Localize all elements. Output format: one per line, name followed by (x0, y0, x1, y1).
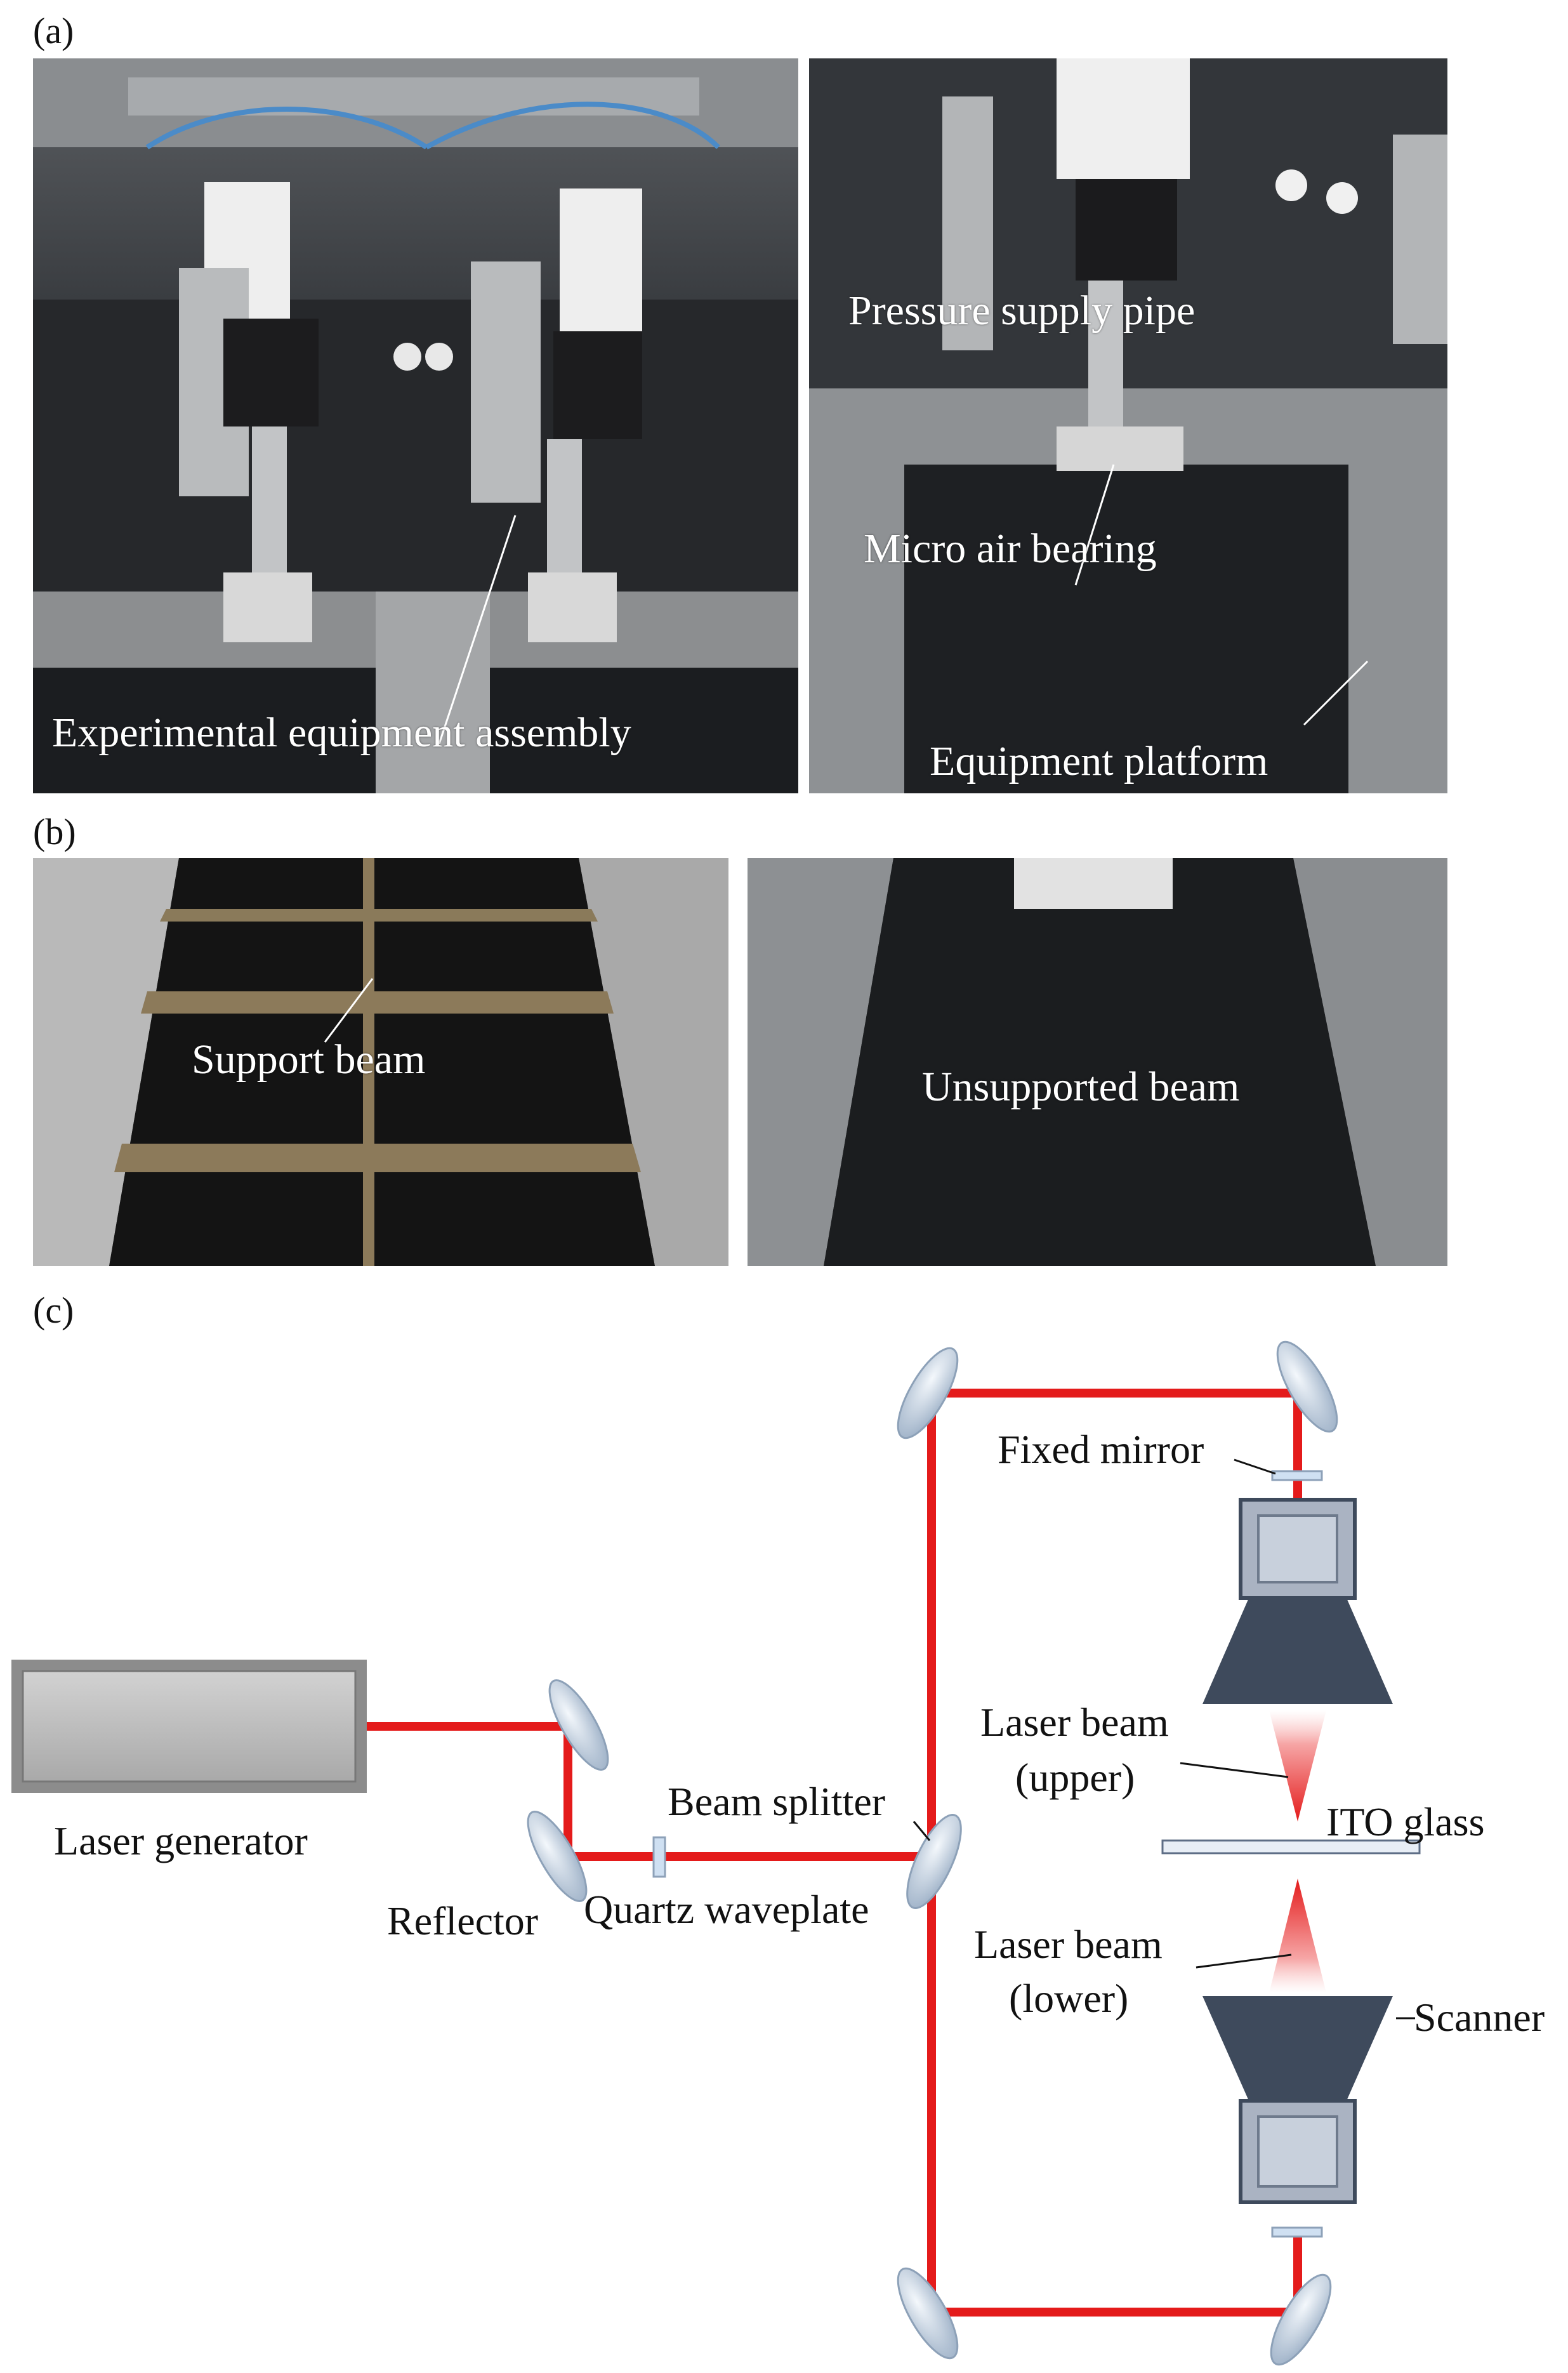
label-laser-beam-upper-2: (upper) (1015, 1755, 1135, 1800)
reflector-upper (548, 1679, 609, 1771)
mirror-top-left (897, 1347, 959, 1439)
label-laser-beam-lower-1: Laser beam (974, 1922, 1163, 1967)
laser-cone-lower (1269, 1879, 1326, 1993)
panel-label-b: (b) (33, 811, 76, 852)
scanner-upper (1202, 1498, 1393, 1704)
mirror-top-right (1276, 1340, 1338, 1433)
label-equipment-platform: Equipment platform (930, 738, 1268, 784)
photo-support-beam: Support beam (33, 858, 728, 1266)
label-laser-beam-lower-2: (lower) (1009, 1976, 1128, 2021)
fixed-mirror-lower (1271, 2226, 1323, 2238)
ito-glass (1161, 1839, 1421, 1854)
label-scanner: Scanner (1414, 1995, 1545, 2040)
label-laser-generator: Laser generator (54, 1818, 308, 1863)
laser-cone-upper (1269, 1710, 1326, 1821)
label-support-beam: Support beam (192, 1036, 426, 1083)
label-pressure-supply-pipe: Pressure supply pipe (848, 288, 1196, 334)
beam-splitter (906, 1814, 962, 1909)
label-experimental-equipment-assembly: Experimental equipment assembly (52, 710, 631, 756)
photo-equipment-assembly-illustration (33, 58, 798, 793)
photo-unsupported-beam-illustration (748, 858, 1447, 1266)
panel-label-c: (c) (33, 1290, 74, 1331)
optical-setup-diagram: Laser generator Reflector Quartz wavepla… (11, 1340, 1545, 2366)
label-ito-glass: ITO glass (1326, 1799, 1484, 1844)
mirror-bottom-left (897, 2267, 959, 2360)
quartz-waveplate (652, 1836, 666, 1878)
label-beam-splitter: Beam splitter (668, 1779, 885, 1824)
photo-unsupported-beam: Unsupported beam (748, 858, 1447, 1266)
label-unsupported-beam: Unsupported beam (922, 1064, 1240, 1110)
label-laser-beam-upper-1: Laser beam (980, 1700, 1169, 1745)
fixed-mirror-upper (1271, 1470, 1323, 1481)
laser-beam-path (367, 1389, 1302, 2317)
mirror-bottom-right (1270, 2273, 1332, 2366)
label-micro-air-bearing: Micro air bearing (864, 525, 1157, 572)
panel-label-a: (a) (33, 10, 74, 51)
photo-air-bearing-closeup-illustration (809, 58, 1447, 793)
label-fixed-mirror: Fixed mirror (998, 1427, 1204, 1472)
scanner-lower (1202, 1996, 1393, 2204)
label-reflector: Reflector (387, 1898, 538, 1943)
photo-air-bearing-closeup: Pressure supply pipe Micro air bearing E… (809, 58, 1447, 793)
photo-equipment-assembly: Experimental equipment assembly (33, 58, 798, 793)
leader-lines (912, 1458, 1415, 2019)
label-quartz-waveplate: Quartz waveplate (584, 1887, 869, 1932)
reflector-lower (527, 1811, 588, 1902)
photo-support-beam-illustration (33, 858, 728, 1266)
laser-generator (11, 1660, 367, 1793)
